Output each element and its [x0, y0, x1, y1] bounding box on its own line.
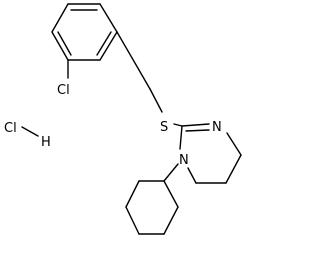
bond — [99, 31, 118, 61]
bond — [21, 126, 39, 137]
bond — [51, 3, 69, 33]
atom-label-n: N — [179, 153, 189, 168]
bond — [187, 167, 197, 184]
bond — [181, 123, 210, 127]
atom-label-s: S — [160, 120, 168, 135]
bond — [99, 3, 118, 33]
bond — [163, 163, 179, 182]
atom-label-cl: Cl — [57, 83, 70, 98]
atom-label-h: H — [41, 135, 51, 150]
double-bond — [185, 129, 210, 132]
bond — [173, 123, 183, 127]
bond — [179, 125, 183, 150]
bond — [125, 206, 140, 235]
bond — [51, 31, 69, 61]
bond — [163, 180, 179, 208]
bond — [225, 154, 242, 184]
bond — [149, 88, 163, 113]
cyclohexane-ring — [125, 180, 179, 235]
bond — [116, 31, 151, 90]
bond — [163, 206, 179, 235]
atom-label-n: N — [212, 120, 222, 135]
atom-label-cl: Cl — [4, 121, 17, 136]
aromatic-bond — [96, 31, 112, 56]
aromatic-bond — [57, 31, 72, 56]
pyrimidine-ring: N N — [179, 120, 242, 184]
structure-diagram: Cl S N N Cl H — [4, 3, 242, 235]
bond — [125, 180, 140, 208]
bond — [226, 132, 242, 156]
benzene-ring — [51, 3, 118, 61]
